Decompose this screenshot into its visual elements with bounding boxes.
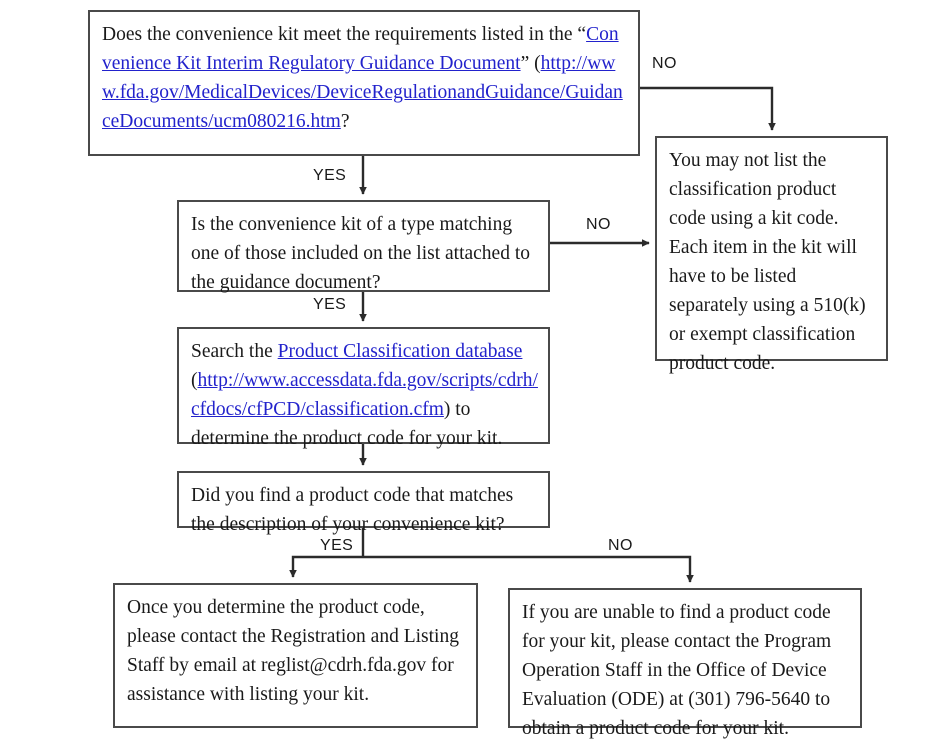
edge-label-q2-no: NO <box>586 216 611 233</box>
guidance-document-link[interactable]: Convenience Kit Interim Regulatory Guida… <box>102 24 619 74</box>
node-search-paren: ( <box>191 370 198 391</box>
node-outcome-not-found-text: If you are unable to find a product code… <box>522 602 832 739</box>
node-kit-text: You may not list the classification prod… <box>669 150 866 374</box>
edge-label-q1-no: NO <box>652 55 677 72</box>
node-q3-text: Did you find a product code that matches… <box>191 485 514 535</box>
node-outcome-found-text: Once you determine the product code, ple… <box>127 597 459 705</box>
node-outcome-registration-listing-staff: Once you determine the product code, ple… <box>113 583 478 728</box>
edge-label-q3-yes: YES <box>320 537 354 554</box>
node-search-text: Search the Product Classification databa… <box>191 337 538 453</box>
node-question-type-matching: Is the convenience kit of a type matchin… <box>177 200 550 293</box>
node-outcome-program-operation-staff: If you are unable to find a product code… <box>508 588 862 739</box>
node-q1-mid: ” ( <box>520 53 541 74</box>
edge-label-q2-yes: YES <box>313 296 347 313</box>
node-search-database: Search the Product Classification databa… <box>177 327 550 449</box>
edge-q3-no <box>363 555 694 583</box>
node-may-not-list-outcome: You may not list the classification prod… <box>655 136 888 374</box>
edge-label-q1-yes: YES <box>313 167 347 184</box>
node-q1-tail: ? <box>340 111 350 132</box>
product-classification-database-link[interactable]: Product Classification database <box>277 341 523 362</box>
node-question-requirements: Does the convenience kit meet the requir… <box>88 10 640 156</box>
node-search-lead: Search the <box>191 341 278 362</box>
node-q2-text: Is the convenience kit of a type matchin… <box>191 214 530 293</box>
edge-label-q3-no: NO <box>608 537 633 554</box>
edge-q3-yes <box>289 555 363 578</box>
node-q1-lead: Does the convenience kit meet the requir… <box>102 24 587 45</box>
node-q1-text: Does the convenience kit meet the requir… <box>102 20 628 136</box>
edge-q1-no <box>640 86 776 131</box>
product-classification-url-link[interactable]: http://www.accessdata.fda.gov/scripts/cd… <box>191 370 538 420</box>
guidance-document-url-link[interactable]: http://www.fda.gov/MedicalDevices/Device… <box>102 53 623 132</box>
node-question-found-code: Did you find a product code that matches… <box>177 471 550 535</box>
node-search-tail: ) to determine the product code for your… <box>191 399 503 449</box>
